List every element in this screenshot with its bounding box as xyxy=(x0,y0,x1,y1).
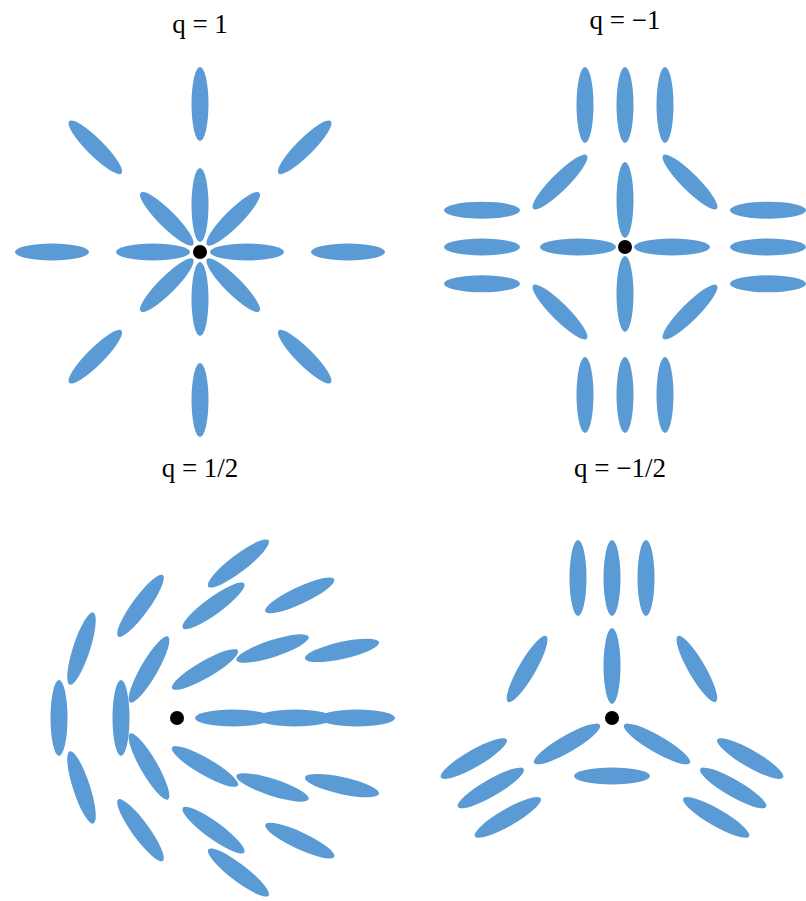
director-ellipse xyxy=(111,794,169,865)
director-ellipse xyxy=(135,187,199,251)
director-ellipse xyxy=(527,149,593,215)
director-ellipse xyxy=(471,791,545,844)
director-ellipse xyxy=(192,168,209,242)
director-ellipse xyxy=(634,239,710,256)
director-ellipse xyxy=(234,768,312,808)
director-ellipse xyxy=(63,325,127,389)
director-ellipse xyxy=(113,680,130,756)
director-ellipse xyxy=(501,632,554,706)
director-ellipse xyxy=(192,363,209,437)
director-ellipse xyxy=(63,115,127,179)
director-ellipse xyxy=(617,256,634,332)
director-ellipse xyxy=(303,769,381,802)
director-ellipse xyxy=(311,244,385,261)
director-ellipse xyxy=(168,740,242,793)
director-ellipse xyxy=(617,357,634,433)
director-ellipse xyxy=(234,629,312,669)
charge-label: q = 1 xyxy=(172,8,228,40)
director-ellipse xyxy=(730,239,806,256)
director-ellipse xyxy=(135,253,199,317)
charge-label: q = 1/2 xyxy=(162,452,239,484)
director-ellipse xyxy=(201,253,265,317)
director-ellipse xyxy=(530,718,604,771)
director-ellipse xyxy=(123,632,176,706)
director-ellipse xyxy=(319,710,395,727)
defect-core xyxy=(170,711,184,725)
director-ellipse xyxy=(192,67,209,141)
director-ellipse xyxy=(210,244,284,261)
director-ellipse xyxy=(444,239,520,256)
director-ellipse xyxy=(527,279,593,345)
director-ellipse xyxy=(444,275,520,292)
director-ellipse xyxy=(111,570,169,641)
charge-label: q = −1/2 xyxy=(574,452,666,484)
director-ellipse xyxy=(273,115,337,179)
defect-core xyxy=(618,240,632,254)
director-ellipse xyxy=(638,540,655,616)
director-ellipse xyxy=(203,534,274,594)
director-ellipse xyxy=(657,279,723,345)
director-ellipse xyxy=(273,325,337,389)
charge-label: q = −1 xyxy=(590,4,661,36)
director-ellipse xyxy=(262,817,338,865)
director-ellipse xyxy=(730,275,806,292)
director-ellipse xyxy=(617,67,634,143)
director-ellipse xyxy=(570,540,587,616)
director-ellipse xyxy=(730,202,806,219)
director-ellipse xyxy=(62,749,102,827)
director-ellipse xyxy=(303,634,381,667)
director-ellipse xyxy=(604,628,621,704)
director-ellipse xyxy=(713,732,787,785)
director-ellipse xyxy=(116,244,190,261)
director-ellipse xyxy=(262,572,338,620)
defect-core xyxy=(605,711,619,725)
director-ellipse xyxy=(657,149,723,215)
director-ellipse xyxy=(657,357,674,433)
director-ellipse xyxy=(444,202,520,219)
director-ellipse xyxy=(192,262,209,336)
director-ellipse xyxy=(577,67,594,143)
director-ellipse xyxy=(62,610,102,688)
director-ellipse xyxy=(574,768,650,785)
director-ellipse xyxy=(620,718,694,771)
director-ellipse xyxy=(15,244,89,261)
director-ellipse xyxy=(540,239,616,256)
director-ellipse xyxy=(168,643,242,696)
director-ellipse xyxy=(617,162,634,238)
director-ellipse xyxy=(123,729,176,803)
director-ellipse xyxy=(671,632,724,706)
director-ellipse xyxy=(203,843,274,901)
director-ellipse xyxy=(657,67,674,143)
director-ellipse xyxy=(201,187,265,251)
director-ellipse xyxy=(51,680,68,756)
defect-core xyxy=(193,245,207,259)
director-ellipse xyxy=(604,540,621,616)
director-ellipse xyxy=(577,357,594,433)
